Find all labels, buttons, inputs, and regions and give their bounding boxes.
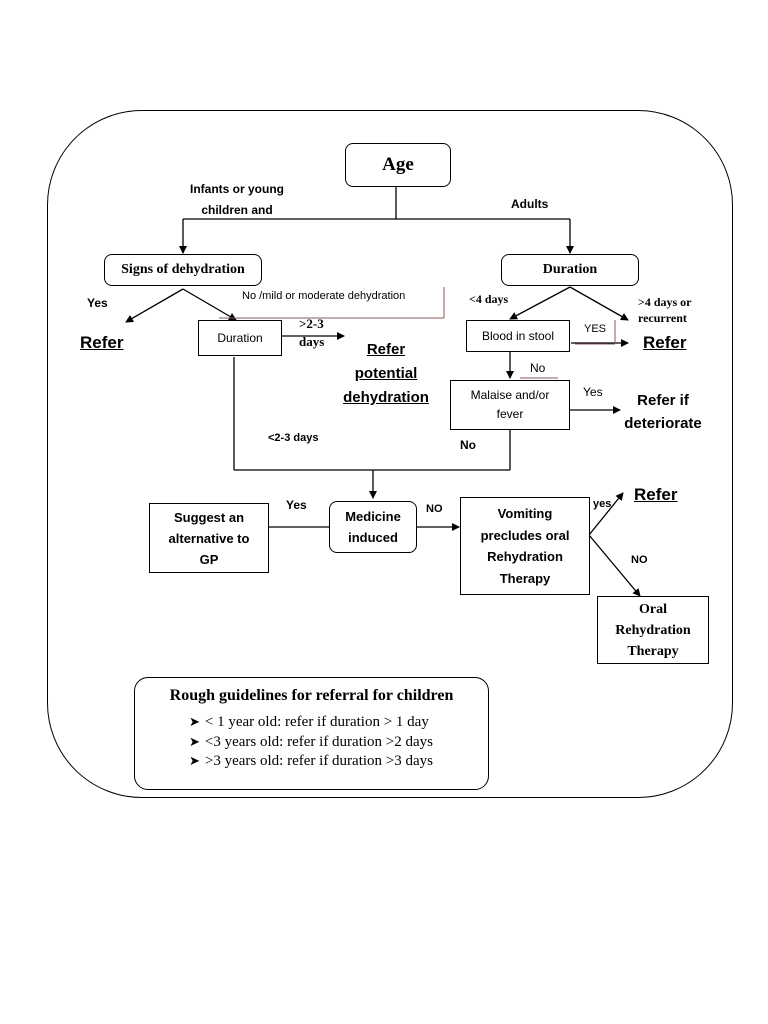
yes-malaise-label: Yes — [583, 385, 603, 399]
no-malaise-label: No — [460, 438, 476, 452]
malaise-fever-node: Malaise and/or fever — [450, 380, 570, 430]
guideline-item-text: >3 years old: refer if duration >3 days — [204, 753, 434, 769]
arrow-yes-refer — [125, 288, 184, 323]
oral-rehydration-node: Oral Rehydration Therapy — [597, 596, 709, 664]
adults-label: Adults — [511, 197, 549, 211]
arrowhead-bullet-icon: ➤ — [189, 734, 200, 749]
refer-adults-outcome: Refer — [643, 333, 687, 352]
arrowhead-bullet-icon: ➤ — [189, 714, 200, 729]
refer-if-line1: Refer if — [637, 392, 689, 409]
gt-4-line1: >4 days or — [638, 295, 692, 309]
ort-label-line3: Therapy — [627, 643, 679, 659]
gt-2-3-line1: >2-3 — [299, 316, 324, 331]
age-label: Age — [382, 154, 414, 175]
blood-in-stool-node: Blood in stool — [466, 320, 570, 352]
gt-2-3-days-label: >2-3 days — [299, 315, 324, 351]
infants-label: Infants or young children and — [190, 179, 284, 221]
guideline-item: ➤ >3 years old: refer if duration >3 days — [189, 753, 433, 770]
vomiting-label-line3: Rehydration — [487, 549, 563, 564]
refer-potential-line2: potential — [354, 365, 418, 382]
refer-potential-line3: dehydration — [343, 389, 429, 406]
yes-vomiting-label: yes — [593, 498, 612, 510]
guidelines-title: Rough guidelines for referral for childr… — [169, 687, 454, 704]
malaise-label-line2: fever — [496, 407, 524, 421]
tracking-lines — [219, 287, 616, 379]
arrow-no-duration — [182, 288, 237, 321]
guideline-item: ➤ <3 years old: refer if duration >2 days — [189, 734, 433, 751]
yes-medicine-label: Yes — [286, 498, 307, 512]
duration-children-label: Duration — [217, 331, 263, 345]
arrow-lt4 — [509, 286, 571, 320]
guideline-item-text: < 1 year old: refer if duration > 1 day — [204, 714, 429, 730]
signs-of-dehydration-node: Signs of dehydration — [104, 254, 262, 286]
no-medicine-label: NO — [426, 503, 443, 515]
suggest-label-line1: Suggest an — [173, 509, 245, 525]
lt-2-3-days-label: <2-3 days — [268, 432, 319, 444]
infants-label-line2: children and — [201, 203, 273, 217]
suggest-label-line2: alternative to — [168, 530, 250, 546]
medicine-induced-node: Medicine induced — [329, 501, 417, 553]
infants-label-line1: Infants or young — [190, 182, 284, 196]
arrow-gt4 — [569, 286, 629, 321]
guidelines-box: Rough guidelines for referral for childr… — [134, 677, 489, 790]
refer-if-line2: deteriorate — [624, 415, 702, 432]
yes-blood-label: YES — [584, 323, 607, 335]
arrowhead-bullet-icon: ➤ — [189, 753, 200, 768]
refer-if-deteriorate-outcome: Refer if deteriorate — [620, 389, 706, 435]
vomiting-label-line4: Therapy — [499, 570, 551, 586]
vomiting-label-line1: Vomiting — [497, 506, 553, 521]
gt-4-line2: recurrent — [638, 311, 687, 325]
suggest-alternative-node: Suggest an alternative to GP — [149, 503, 269, 573]
suggest-label-line3: GP — [199, 551, 219, 567]
refer-potential-line1: Refer — [366, 341, 406, 358]
outer-rounded-frame — [47, 110, 733, 798]
yes-dehydration-label: Yes — [87, 296, 108, 310]
guideline-item-text: <3 years old: refer if duration >2 days — [204, 734, 434, 750]
refer-vomiting-outcome: Refer — [634, 485, 678, 504]
gt-4-days-label: >4 days or recurrent — [638, 294, 692, 326]
gt-2-3-line2: days — [299, 334, 325, 349]
no-blood-label: No — [530, 361, 546, 375]
guideline-item: ➤ < 1 year old: refer if duration > 1 day — [189, 714, 429, 731]
vomiting-node: Vomiting precludes oral Rehydration Ther… — [460, 497, 590, 595]
no-mild-moderate-label: No /mild or moderate dehydration — [242, 290, 406, 302]
age-node: Age — [345, 143, 451, 187]
no-vomiting-label: NO — [631, 554, 648, 566]
blood-in-stool-label: Blood in stool — [481, 329, 555, 343]
medicine-label-line2: induced — [348, 530, 398, 545]
ort-label-line2: Rehydration — [615, 622, 691, 638]
refer-left-outcome: Refer — [80, 333, 124, 352]
duration-children-node: Duration — [198, 320, 282, 356]
malaise-label-line1: Malaise and/or — [470, 388, 550, 402]
vomiting-label-line2: precludes oral — [480, 527, 570, 543]
medicine-label-line1: Medicine — [345, 509, 401, 524]
duration-adults-node: Duration — [501, 254, 639, 286]
refer-potential-dehydration-outcome: Refer potential dehydration — [338, 338, 434, 410]
lt-4-days-label: <4 days — [469, 292, 509, 306]
arrow-yes-refer-vomit — [588, 492, 624, 536]
signs-of-dehydration-label: Signs of dehydration — [121, 262, 245, 277]
duration-adults-label: Duration — [542, 262, 598, 277]
arrow-no-ort — [588, 534, 641, 597]
ort-label-line1: Oral — [639, 601, 667, 617]
